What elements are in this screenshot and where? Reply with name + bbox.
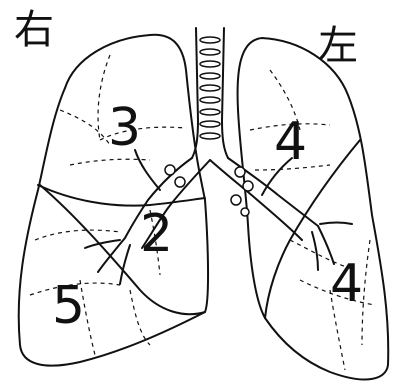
cartilage-ring xyxy=(200,37,220,43)
lobe-number-right-middle: 2 xyxy=(140,208,173,260)
cartilage-ring xyxy=(200,121,220,127)
lobe-number-right-lower: 5 xyxy=(52,280,85,332)
trachea-right-wall xyxy=(222,28,228,158)
segment-boundary xyxy=(362,240,370,345)
lobe-number-left-lower: 4 xyxy=(330,258,363,310)
cartilage-ring xyxy=(200,133,220,139)
hilar-node xyxy=(231,195,241,205)
segment-boundary xyxy=(70,159,150,165)
left-lower-branch-c xyxy=(320,223,352,225)
hilar-node xyxy=(243,181,253,191)
hilar-node xyxy=(175,177,185,187)
cartilage-ring xyxy=(200,49,220,55)
cartilage-ring xyxy=(200,73,220,79)
right-side-label: 右 xyxy=(14,10,54,50)
segment-boundary xyxy=(35,230,120,240)
segment-boundary xyxy=(60,110,110,145)
lobe-number-right-upper: 3 xyxy=(108,102,141,154)
hilar-node xyxy=(235,167,245,177)
left-side-label: 左 xyxy=(318,26,358,66)
trachea-left-wall xyxy=(192,28,198,158)
lobe-number-left-upper: 4 xyxy=(274,116,307,168)
cartilage-ring xyxy=(200,97,220,103)
left-main-bronchus-inner xyxy=(210,160,302,240)
left-lower-branch-b xyxy=(312,232,318,270)
hilar-node xyxy=(165,165,175,175)
right-horizontal-fissure xyxy=(38,185,205,206)
right-lung-outline xyxy=(19,35,208,366)
segment-boundary xyxy=(130,290,150,345)
left-lung-outline xyxy=(238,38,389,379)
cartilage-ring xyxy=(200,85,220,91)
cartilage-ring xyxy=(200,109,220,115)
hilar-node xyxy=(241,208,249,216)
cartilage-ring xyxy=(200,61,220,67)
